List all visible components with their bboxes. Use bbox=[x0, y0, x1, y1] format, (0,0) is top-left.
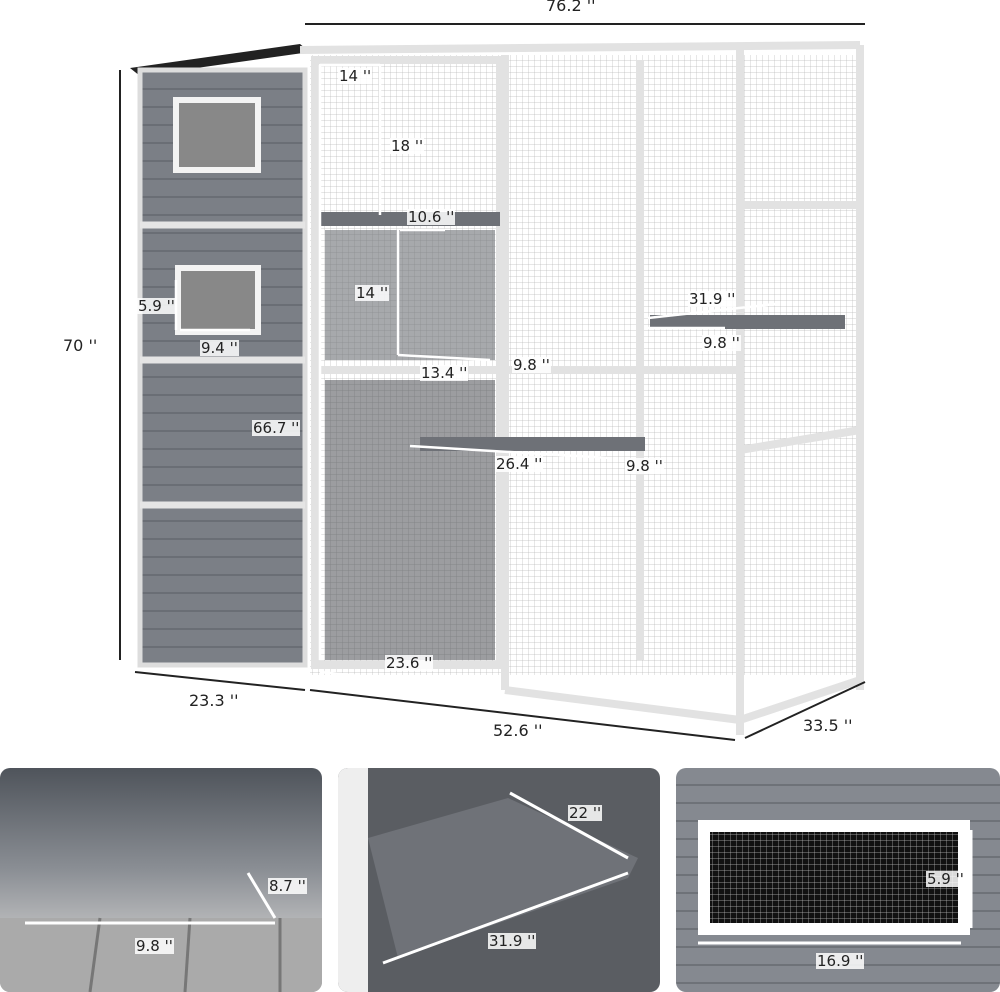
shelf-depth-left-label: 9.8 '' bbox=[512, 356, 551, 374]
vent-width-label: 16.9 '' bbox=[816, 952, 865, 970]
run-length-label: 52.6 '' bbox=[493, 721, 543, 740]
lower-window bbox=[175, 265, 261, 335]
upper-window bbox=[173, 97, 261, 173]
upper-opening-height-label: 18 '' bbox=[390, 137, 425, 155]
total-height-label: 70 '' bbox=[63, 336, 98, 355]
middle-shelf-length-label: 26.4 '' bbox=[495, 455, 544, 473]
door-width-label: 23.6 '' bbox=[385, 654, 434, 672]
window-height-label: 5.9 '' bbox=[137, 297, 176, 315]
inner-height-label: 66.7 '' bbox=[252, 419, 301, 437]
middle-shelf-depth-label: 9.8 '' bbox=[625, 457, 664, 475]
inner-dimension-lines bbox=[174, 63, 776, 692]
house-depth-label: 23.3 '' bbox=[189, 691, 239, 710]
shelf-top-width-label: 10.6 '' bbox=[407, 208, 456, 226]
run-depth-label: 33.5 '' bbox=[803, 716, 853, 735]
window-width-label: 9.4 '' bbox=[200, 339, 239, 357]
total-width-label: 76.2 '' bbox=[546, 0, 596, 15]
floor-depth-label: 22 '' bbox=[568, 804, 603, 822]
step-height-label: 8.7 '' bbox=[268, 877, 307, 895]
step-width-label: 9.8 '' bbox=[135, 937, 174, 955]
vent-height-label: 5.9 '' bbox=[926, 870, 965, 888]
catio-illustration bbox=[119, 23, 866, 741]
right-shelf-length-label: 31.9 '' bbox=[688, 290, 737, 308]
detail-house-floor: 22 '' 31.9 '' bbox=[338, 768, 660, 992]
detail-vent-window: 5.9 '' 16.9 '' bbox=[676, 768, 1000, 992]
mid-opening-height-label: 14 '' bbox=[355, 284, 390, 302]
shelf-bottom-width-label: 13.4 '' bbox=[420, 364, 469, 382]
upper-opening-width-label: 14 '' bbox=[338, 67, 373, 85]
floor-width-label: 31.9 '' bbox=[488, 932, 537, 950]
dimension-lines bbox=[119, 23, 866, 741]
detail-step: 9.8 '' 8.7 '' bbox=[0, 768, 322, 992]
right-shelf-depth-label: 9.8 '' bbox=[702, 334, 741, 352]
